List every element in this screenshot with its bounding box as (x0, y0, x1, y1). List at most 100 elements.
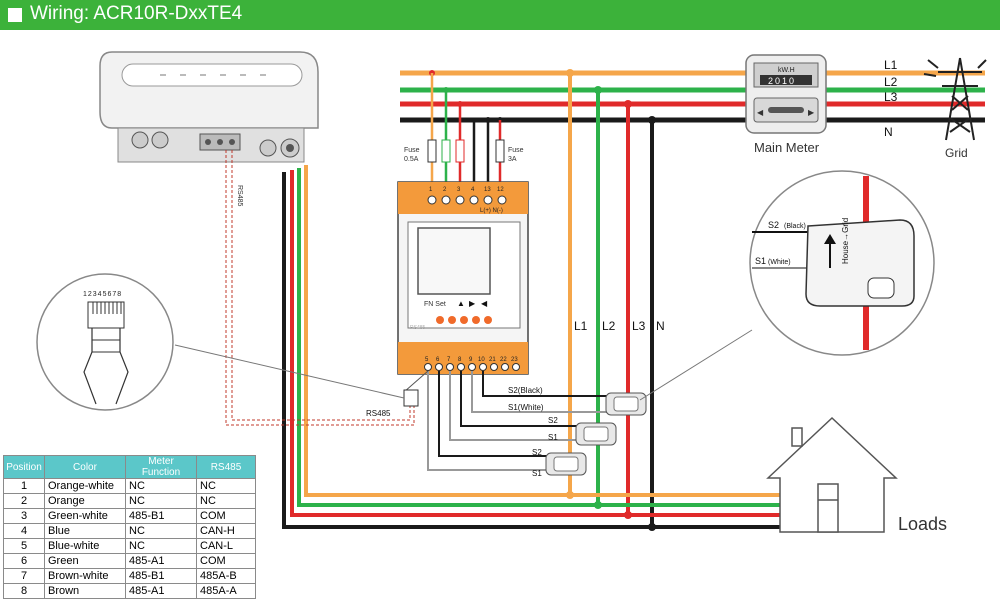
table-row: 8 Brown 485-A1 485A-A (3, 583, 256, 599)
svg-text:12: 12 (497, 187, 504, 193)
svg-text:RS485: RS485 (366, 409, 391, 418)
svg-text:23: 23 (511, 357, 518, 363)
svg-text:S1: S1 (548, 433, 558, 442)
svg-text:10: 10 (478, 357, 485, 363)
svg-text:21: 21 (489, 357, 496, 363)
loads-label: Loads (898, 514, 947, 534)
svg-text:N: N (656, 319, 665, 333)
svg-text:kW.H: kW.H (778, 67, 795, 74)
svg-text:8: 8 (458, 357, 462, 363)
rs485-dashed-wire (225, 150, 415, 426)
house-icon (766, 416, 898, 533)
svg-text:6: 6 (436, 357, 440, 363)
svg-text:Fuse: Fuse (404, 147, 420, 154)
svg-text:RS485: RS485 (410, 325, 426, 331)
table-row: 5 Blue-white NC CAN-L (3, 538, 256, 554)
svg-text:L2: L2 (884, 75, 898, 89)
svg-text:▶: ▶ (808, 108, 815, 117)
svg-text:S2: S2 (532, 448, 542, 457)
ct-clamp-l3 (605, 392, 647, 416)
ct-signal-wires (427, 371, 612, 471)
svg-text:(White): (White) (768, 259, 791, 266)
meter-lcd-screen (417, 227, 491, 295)
svg-text:S1: S1 (755, 256, 766, 266)
inverter-wire-l3 (290, 170, 790, 517)
svg-text:S1(White): S1(White) (508, 403, 544, 412)
meter-button-label: FN Set (424, 301, 446, 308)
svg-text:22: 22 (500, 357, 507, 363)
col-meter-function: Meter Function (125, 455, 197, 479)
inverter-wire-n (282, 172, 790, 529)
fuse-4: Fuse 3A (495, 139, 524, 163)
svg-text:9: 9 (469, 357, 473, 363)
grid-label: Grid (945, 146, 968, 160)
svg-text:L(+) N(-): L(+) N(-) (480, 208, 503, 214)
svg-text:S1: S1 (532, 469, 542, 478)
svg-text:L1: L1 (574, 319, 588, 333)
svg-text:2: 2 (443, 187, 447, 193)
svg-text:4: 4 (471, 187, 475, 193)
rj45-detail: 12345678 (36, 273, 405, 411)
main-meter-label: Main Meter (754, 140, 820, 155)
table-row: 6 Green 485-A1 COM (3, 553, 256, 569)
svg-text:2010: 2010 (768, 76, 796, 86)
svg-text:(Black): (Black) (784, 223, 806, 230)
grid-tower-icon (923, 57, 987, 141)
svg-text:S2: S2 (548, 416, 558, 425)
fuse-1: Fuse 0.5A (404, 139, 437, 163)
meter-buttons (436, 316, 492, 324)
svg-text:5: 5 (425, 357, 429, 363)
svg-text:▶: ▶ (469, 299, 476, 308)
table-row: 7 Brown-white 485-B1 485A-B (3, 568, 256, 584)
svg-text:7: 7 (447, 357, 451, 363)
svg-text:House→Grid: House→Grid (841, 218, 850, 264)
header-bar: Wiring: ACR10R-DxxTE4 (0, 0, 1000, 30)
rj45-pinout-table: Position Color Meter Function RS485 1 Or… (3, 455, 256, 599)
svg-text:▲: ▲ (457, 299, 465, 308)
fuse-3 (455, 139, 465, 163)
inverter-wire-l1 (304, 165, 790, 497)
svg-text:Fuse: Fuse (508, 147, 524, 154)
col-rs485: RS485 (196, 455, 256, 479)
svg-text:1: 1 (429, 187, 433, 193)
col-position: Position (3, 455, 45, 479)
svg-text:3: 3 (457, 187, 461, 193)
ct-detail: House→Grid S2 (Black) S1 (White) (639, 170, 935, 401)
svg-text:RS485: RS485 (236, 185, 243, 207)
header-title: Wiring: ACR10R-DxxTE4 (30, 3, 243, 24)
table-row: 3 Green-white 485-B1 COM (3, 508, 256, 524)
svg-text:3A: 3A (508, 156, 517, 163)
wiring-diagram: Fuse 0.5A Fuse 3A FN Set RS485 ▲ ▶ ◀ 1 2… (36, 51, 987, 534)
svg-text:◀: ◀ (757, 108, 764, 117)
col-color: Color (44, 455, 126, 479)
ct-clamp-l1 (545, 452, 587, 476)
inverter-icon (99, 51, 319, 163)
line-labels: L1 L2 L3 N (574, 319, 665, 333)
ct-wire-labels: S2(Black) S1(White) S2 S1 S2 S1 (508, 386, 558, 478)
main-meter: kW.H 2010 ◀ ▶ Main Meter (745, 54, 827, 155)
svg-text:L3: L3 (632, 319, 646, 333)
table-row: 4 Blue NC CAN-H (3, 523, 256, 539)
svg-text:L1: L1 (884, 58, 898, 72)
svg-text:12345678: 12345678 (83, 291, 122, 298)
grid-line-labels: L1 L2 L3 N (884, 58, 898, 139)
table-row: 1 Orange-white NC NC (3, 478, 256, 494)
table-header-row: Position Color Meter Function RS485 (3, 455, 256, 479)
svg-text:13: 13 (484, 187, 491, 193)
svg-text:L3: L3 (884, 90, 898, 104)
inverter-wire-l2 (297, 168, 790, 507)
rj45-connector (403, 389, 419, 407)
svg-text:0.5A: 0.5A (404, 156, 419, 163)
meter-top-terminals: 1 2 3 4 13 12 L(+) N(-) (427, 187, 507, 214)
svg-text:S2: S2 (768, 220, 779, 230)
table-row: 2 Orange NC NC (3, 493, 256, 509)
acr10r-meter: FN Set RS485 ▲ ▶ ◀ 1 2 3 4 13 12 L(+) N(… (397, 181, 529, 375)
fuse-2 (441, 139, 451, 163)
meter-bottom-terminals: 5 6 7 8 9 10 21 22 23 (424, 357, 520, 371)
svg-text:N: N (884, 125, 893, 139)
header-square-icon (8, 8, 22, 22)
svg-text:L2: L2 (602, 319, 616, 333)
svg-text:◀: ◀ (481, 299, 488, 308)
svg-text:S2(Black): S2(Black) (508, 386, 543, 395)
ct-clamp-l2 (575, 422, 617, 446)
